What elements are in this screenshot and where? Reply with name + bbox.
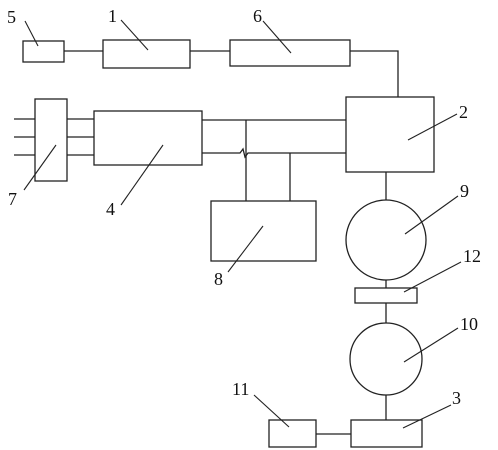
leader-7 xyxy=(23,144,57,191)
leader-12 xyxy=(403,261,462,293)
label-5: 5 xyxy=(7,7,16,27)
block-12 xyxy=(354,287,418,304)
block-2 xyxy=(345,96,435,173)
block-5 xyxy=(22,40,65,63)
block-6 xyxy=(229,39,351,67)
line-4-2-bottom xyxy=(202,147,346,159)
block-10-circle xyxy=(349,322,423,396)
block-9-circle xyxy=(345,199,427,281)
block-1 xyxy=(102,39,191,69)
label-4: 4 xyxy=(106,199,115,219)
block-4 xyxy=(93,110,203,166)
leader-11 xyxy=(253,394,290,428)
leader-8 xyxy=(227,225,264,273)
label-8: 8 xyxy=(214,269,223,289)
leader-5 xyxy=(24,20,39,47)
blocks xyxy=(22,39,435,448)
label-1: 1 xyxy=(108,6,117,26)
leader-9 xyxy=(404,195,459,235)
leader-2 xyxy=(407,113,458,141)
leader-3 xyxy=(402,404,452,429)
label-3: 3 xyxy=(452,388,461,408)
block-8 xyxy=(210,200,317,262)
label-2: 2 xyxy=(459,102,468,122)
leader-4 xyxy=(120,144,164,206)
line-6-2 xyxy=(350,50,399,97)
block-11 xyxy=(268,419,317,448)
leader-1 xyxy=(120,19,149,51)
label-12: 12 xyxy=(463,246,481,266)
leader-6 xyxy=(262,20,292,54)
connection-lines xyxy=(14,50,399,435)
leader-10 xyxy=(403,327,459,363)
label-11: 11 xyxy=(232,379,249,399)
label-7: 7 xyxy=(8,189,17,209)
label-6: 6 xyxy=(253,6,262,26)
label-9: 9 xyxy=(460,181,469,201)
leader-lines xyxy=(23,19,462,429)
number-labels: 5 1 6 7 4 2 8 9 12 10 11 3 xyxy=(7,6,481,408)
label-10: 10 xyxy=(460,314,478,334)
